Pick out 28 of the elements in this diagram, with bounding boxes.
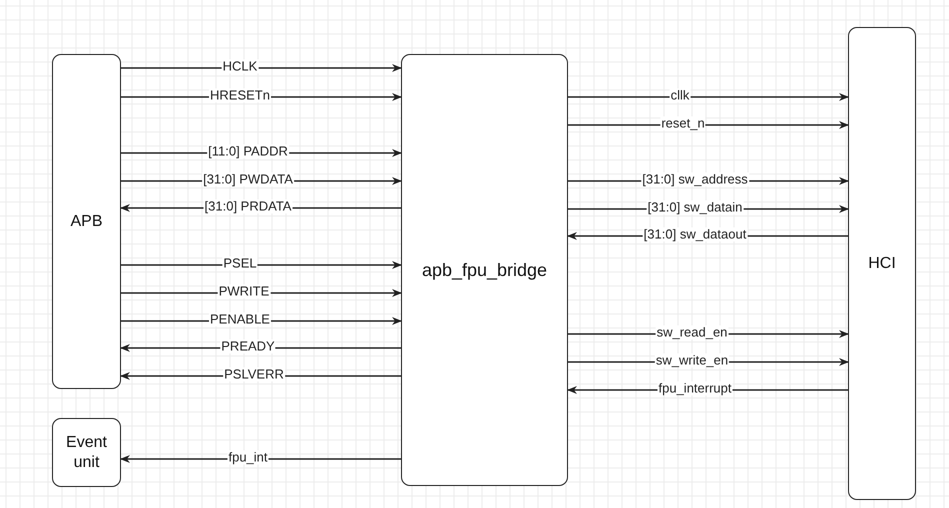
signal-label: HCLK [222, 59, 258, 74]
signal-label: sw_read_en [656, 325, 728, 340]
signal-label: sw_write_en [654, 353, 730, 368]
signal-label: PENABLE [209, 312, 271, 327]
signal-label: PSLVERR [223, 367, 285, 382]
signal-label: PREADY [220, 339, 276, 354]
block-label: apb_fpu_bridge [422, 258, 548, 282]
signal-label: fpu_interrupt [658, 381, 732, 396]
signal-label: [11:0] PADDR [207, 144, 289, 159]
signal-label: [31:0] PRDATA [204, 199, 292, 214]
signal-label: fpu_int [227, 450, 269, 465]
signal-label: [31:0] PWDATA [202, 172, 294, 187]
signal-label: HRESETn [209, 88, 271, 103]
signal-label: PSEL [222, 256, 258, 271]
block-label: HCI [868, 254, 896, 274]
block-box [52, 418, 121, 487]
signal-label: [31:0] sw_datain [646, 200, 744, 215]
signal-label: [31:0] sw_address [641, 172, 749, 187]
arrow [568, 93, 849, 101]
signal-label: [31:0] sw_dataout [642, 227, 748, 242]
block-box [848, 27, 916, 500]
block-label: Event unit [65, 432, 108, 472]
block-box [52, 54, 121, 389]
signal-label: PWRITE [218, 284, 270, 299]
block-box [401, 54, 568, 486]
signal-label: reset_n [660, 116, 706, 131]
block-label: APB [70, 212, 102, 232]
signal-label: cllk [670, 88, 690, 103]
